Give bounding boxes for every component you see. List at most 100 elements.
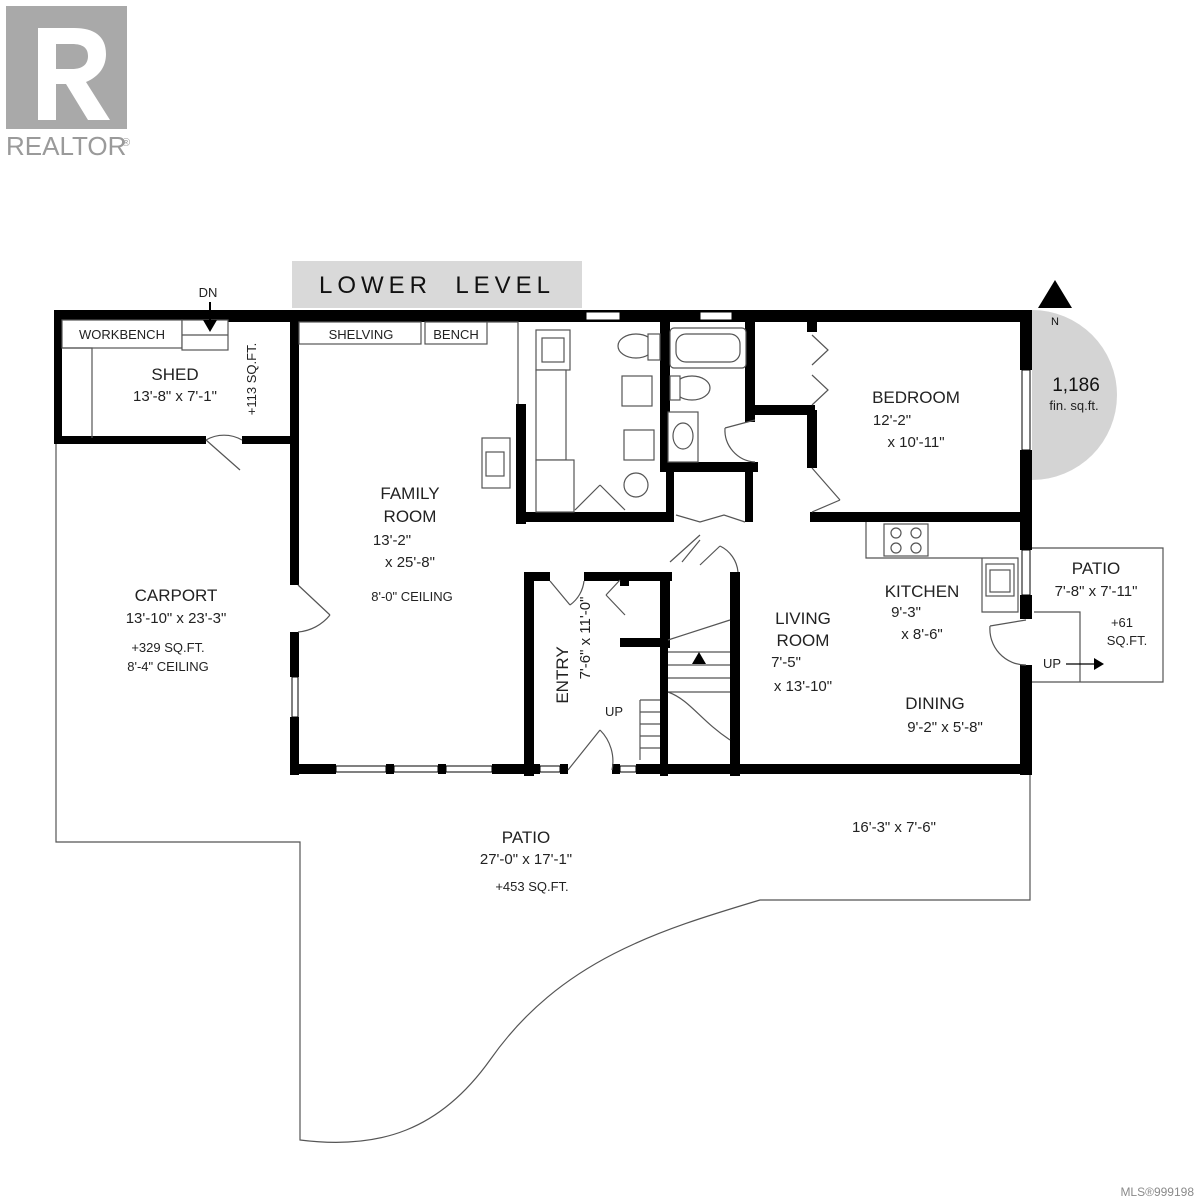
living-dim-1: 7'-5" [771,654,801,671]
wall-family-left-mid [290,632,299,677]
family-inner-line [487,321,519,404]
window-right-kitchen [1021,549,1031,596]
wall-bottom-entry-a [524,764,540,774]
family-name-2: ROOM [384,507,437,526]
toilet-2-tank [669,375,681,401]
north-label: N [1051,316,1059,328]
side-patio-step [1034,611,1081,682]
kitchen-counter [865,522,1019,613]
window-family-left [291,676,299,718]
living-dim-2: x 13'-10" [774,678,832,695]
window-top-bath [585,311,621,321]
wall-hall-right [745,472,753,522]
living-name-1: LIVING [775,609,831,628]
vanity-basin [672,422,694,450]
window-family-bottom-3 [445,765,493,773]
wall-family-left-top [290,310,299,585]
door-shed [205,434,243,471]
bedroom-name: BEDROOM [872,388,960,407]
mls-number: MLS®999198 [1120,1185,1194,1199]
door-entry-top [549,580,585,606]
sink-icon [535,329,571,371]
wall-shed-left [54,310,62,442]
living-name-2: ROOM [777,631,830,650]
wall-entry-stub [620,572,629,586]
window-top-bath2 [699,311,733,321]
wall-hall-left [666,472,674,522]
window-family-bottom-2 [393,765,439,773]
door-bedroom-closet [811,334,829,406]
workbench-label: WORKBENCH [79,327,165,342]
family-dim-1: 13'-2" [373,532,411,549]
wall-right-kitchen [1020,595,1032,619]
dining-name: DINING [905,694,965,713]
burner-4 [910,542,922,554]
site-outline [55,440,1031,1143]
area-value: 1,186 [1052,375,1100,396]
entry-name: ENTRY [553,646,572,703]
kitchen-dim-1: 9'-3" [891,604,921,621]
side-patio-dims: 7'-8" x 7'-11" [1055,583,1138,600]
wall-entry-closet-right [660,572,670,648]
window-entry-bottom-2 [619,765,637,773]
wall-family-bottom-c [438,764,446,774]
door-hall [669,534,701,563]
counter-outline [535,369,567,461]
wall-family-left-bottom [290,717,299,775]
patio-dims-2: 16'-3" x 7'-6" [852,819,936,836]
wall-bath2-right [745,310,755,422]
entry-dims: 7'-6" x 11'-0" [577,597,594,680]
wall-stair-right [730,572,740,776]
wall-bath-divider [660,320,670,470]
family-dim-2: x 25'-8" [385,554,435,571]
wall-bottom-entry-b [560,764,568,774]
wall-family-bottom-b [386,764,394,774]
wall-bedroom-bottom [810,512,1026,522]
door-family [297,584,331,633]
bench-outline [424,321,488,345]
carport-area: +329 SQ.FT. [131,640,204,655]
wall-right-bottom [1020,665,1032,775]
carport-dims: 13'-10" x 23'-3" [126,610,227,627]
bedroom-dim-1: 12'-2" [873,412,911,429]
wall-right-top [1020,310,1032,370]
patio-dims: 27'-0" x 17'-1" [480,851,572,868]
carport-ceiling: 8'-4" CEILING [127,659,209,674]
bathroom-fixtures [535,327,747,513]
sink-basin [541,337,565,363]
stair-winder [667,691,731,741]
patio-up-label: UP [1043,656,1061,671]
door-stair [699,545,739,573]
side-patio-area-2: SQ.FT. [1107,633,1147,648]
kitchen-dim-2: x 8'-6" [901,626,943,643]
wall-closet-top [660,462,758,472]
dryer-icon [623,429,655,461]
wall-bedroom-left-top [807,320,817,332]
wall-bottom-right [636,764,1032,774]
window-family-bottom-1 [335,765,387,773]
wall-family-bottom-a [290,764,336,774]
kitchen-name: KITCHEN [885,582,960,601]
door-bath [574,484,626,511]
shelving-outline [298,321,422,345]
wall-bedroom-closet [755,405,815,415]
entry-up-label: UP [605,704,623,719]
patio-name: PATIO [502,828,551,847]
bathtub-inner [675,333,741,363]
floor-sink-icon [623,472,649,498]
dining-dims: 9'-2" x 5'-8" [907,719,983,736]
realtor-logo-mark [6,6,127,129]
shelving-label: SHELVING [329,327,394,342]
wall-right-mid [1020,450,1032,550]
shed-name: SHED [151,365,198,384]
side-patio-outline [1030,547,1164,683]
realtor-registered-mark: ® [122,137,130,149]
compass: N 1,186 fin. sq.ft. [1032,280,1117,480]
wall-shed-bottom-left [54,436,206,444]
dn-label: DN [199,285,218,300]
realtor-logo-text: REALTOR [6,131,126,161]
stove-icon [883,523,929,557]
kitchen-fixtures [865,522,1019,613]
dn-arrow-icon [203,320,217,332]
area-unit: fin. sq.ft. [1049,398,1098,413]
